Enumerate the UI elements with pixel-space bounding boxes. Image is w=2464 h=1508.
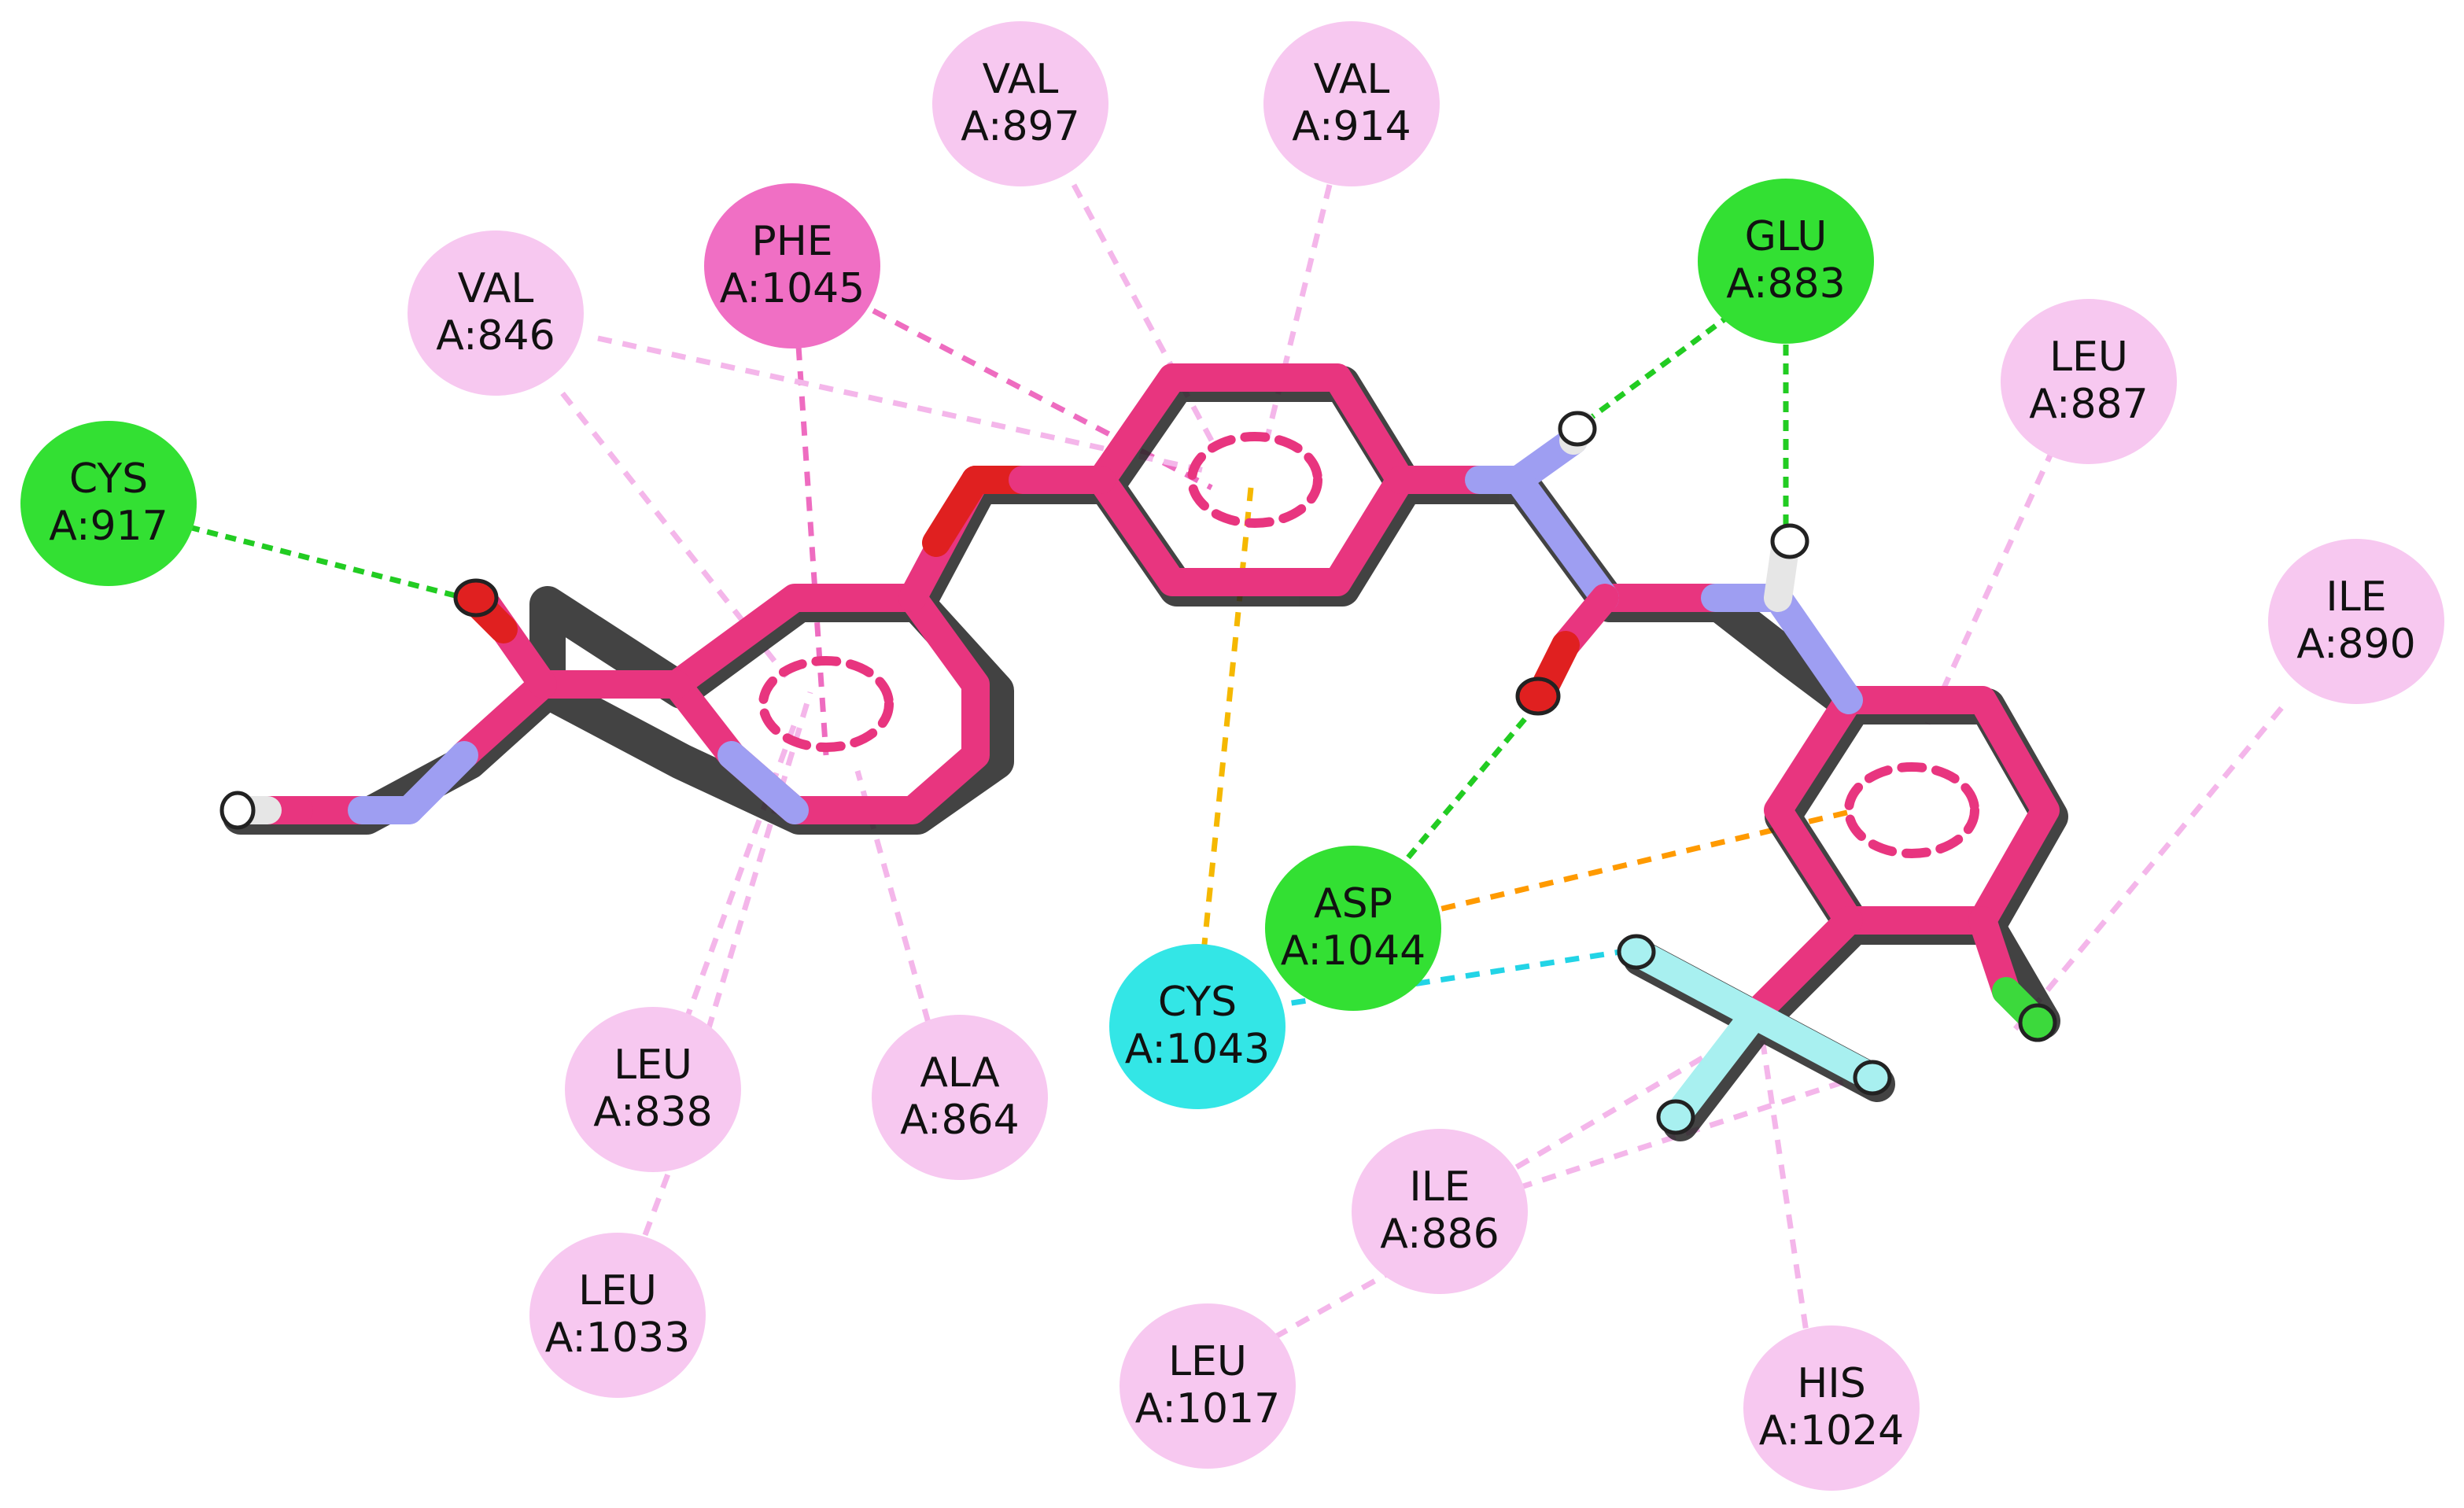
residue-number: A:1045 bbox=[720, 265, 865, 312]
residue-number: A:917 bbox=[49, 503, 168, 550]
residue-name: GLU bbox=[1745, 213, 1828, 260]
residue-number: A:1024 bbox=[1759, 1407, 1905, 1455]
residue-asp1044: ASP A:1044 bbox=[1265, 846, 1441, 1011]
residue-name: LEU bbox=[578, 1267, 657, 1314]
residue-name: CYS bbox=[1158, 979, 1237, 1026]
central-phenyl-ring bbox=[1087, 363, 1415, 596]
residue-name: LEU bbox=[614, 1042, 692, 1089]
line-ile890-alkyl bbox=[2012, 706, 2284, 1033]
residue-number: A:838 bbox=[593, 1089, 712, 1136]
residue-cys917: CYS A:917 bbox=[20, 421, 197, 586]
ligand bbox=[219, 363, 2068, 1141]
aromatic-ring-marker bbox=[758, 656, 894, 752]
residue-disc bbox=[1263, 21, 1440, 186]
line-ala864-alkyl bbox=[854, 770, 931, 1023]
residue-leu887: LEU A:887 bbox=[2001, 299, 2177, 464]
residue-disc bbox=[932, 21, 1108, 186]
residue-val897: VAL A:897 bbox=[932, 21, 1108, 186]
line-his1024-alkyl bbox=[1759, 1038, 1813, 1354]
residue-number: A:1017 bbox=[1135, 1385, 1281, 1432]
line-asp1044-anion bbox=[1392, 807, 1857, 924]
residue-cys1043: CYS A:1043 bbox=[1109, 944, 1285, 1109]
line-val846-alkyl-b bbox=[560, 391, 789, 679]
line-phe1045-pipi-b bbox=[795, 345, 829, 756]
residue-leu838: LEU A:838 bbox=[565, 1007, 741, 1172]
line-leu1017-alkyl bbox=[1273, 1263, 1402, 1340]
residue-number: A:887 bbox=[2029, 381, 2148, 428]
residue-name: VAL bbox=[983, 56, 1059, 103]
residue-number: A:886 bbox=[1380, 1211, 1499, 1258]
residue-name: HIS bbox=[1797, 1360, 1865, 1407]
residue-disc bbox=[1698, 179, 1874, 344]
line-leu838-alkyl bbox=[705, 691, 813, 1032]
residue-ile890: ILE A:890 bbox=[2268, 539, 2444, 704]
line-glu883-hbond-a bbox=[1579, 312, 1733, 427]
residue-number: A:897 bbox=[961, 103, 1079, 150]
residue-number: A:846 bbox=[436, 312, 555, 359]
residue-number: A:864 bbox=[900, 1097, 1019, 1144]
residue-glu883: GLU A:883 bbox=[1698, 179, 1874, 344]
residue-ala864: ALA A:864 bbox=[872, 1015, 1048, 1180]
residue-disc bbox=[2268, 539, 2444, 704]
residues: VAL A:897 VAL A:914 PHE A:1045 VAL A:846… bbox=[20, 21, 2444, 1491]
residue-name: VAL bbox=[1314, 56, 1390, 103]
residue-disc bbox=[872, 1015, 1048, 1180]
residue-disc bbox=[1352, 1129, 1528, 1294]
residue-name: CYS bbox=[69, 455, 148, 503]
line-asp1044-hbond bbox=[1406, 706, 1536, 860]
residue-phe1045: PHE A:1045 bbox=[704, 183, 880, 348]
aromatic-ring-marker bbox=[1187, 432, 1322, 528]
residue-leu1017: LEU A:1017 bbox=[1119, 1303, 1296, 1469]
residue-disc bbox=[1743, 1325, 1920, 1491]
line-cys1043-sulfur bbox=[1201, 487, 1254, 953]
residue-name: VAL bbox=[458, 265, 534, 312]
aromatic-ring-marker bbox=[1844, 762, 1979, 858]
residue-disc bbox=[20, 421, 197, 586]
residue-disc bbox=[1265, 846, 1441, 1011]
residue-name: ASP bbox=[1314, 880, 1392, 927]
residue-val914: VAL A:914 bbox=[1263, 21, 1440, 186]
residue-number: A:1044 bbox=[1281, 927, 1426, 975]
residue-name: ILE bbox=[1409, 1163, 1470, 1211]
residue-name: LEU bbox=[1168, 1338, 1247, 1385]
residue-number: A:1043 bbox=[1125, 1026, 1271, 1073]
residue-name: ALA bbox=[920, 1049, 1000, 1097]
line-val914-alkyl bbox=[1263, 184, 1333, 441]
residue-val846: VAL A:846 bbox=[408, 230, 584, 396]
residue-number: A:883 bbox=[1726, 260, 1845, 308]
residue-leu1033: LEU A:1033 bbox=[529, 1233, 706, 1398]
line-phe1045-pipi-a bbox=[872, 308, 1213, 491]
residue-disc bbox=[704, 183, 880, 348]
residue-his1024: HIS A:1024 bbox=[1743, 1325, 1920, 1491]
residue-number: A:1033 bbox=[545, 1314, 691, 1362]
line-val846-alkyl-a bbox=[597, 335, 1212, 475]
line-leu887-alkyl bbox=[1924, 447, 2056, 725]
residue-ile886: ILE A:886 bbox=[1352, 1129, 1528, 1294]
chlorophenyl-ring bbox=[1764, 686, 2060, 935]
residue-disc bbox=[529, 1233, 706, 1398]
residue-name: PHE bbox=[751, 218, 832, 265]
residue-disc bbox=[1119, 1303, 1296, 1469]
residue-disc bbox=[565, 1007, 741, 1172]
residue-disc bbox=[1109, 944, 1285, 1109]
line-cys917-hbond bbox=[188, 524, 465, 601]
atom-caps bbox=[219, 411, 2057, 1135]
residue-number: A:914 bbox=[1292, 103, 1411, 150]
residue-disc bbox=[408, 230, 584, 396]
residue-disc bbox=[2001, 299, 2177, 464]
residue-name: ILE bbox=[2326, 573, 2386, 621]
residue-number: A:890 bbox=[2296, 621, 2415, 668]
residue-name: LEU bbox=[2049, 334, 2128, 381]
